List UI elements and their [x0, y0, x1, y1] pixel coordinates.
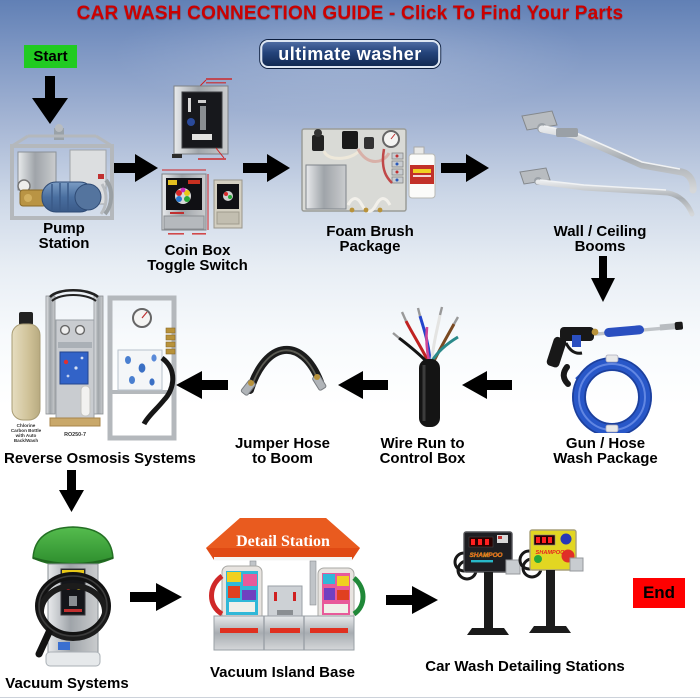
- label-line: Coin Box: [164, 242, 231, 259]
- label-line: Wall / Ceiling: [553, 223, 647, 240]
- vacuum-systems-image[interactable]: [28, 514, 118, 677]
- label-line: Station: [38, 235, 90, 252]
- label-line: Vacuum Island Base: [209, 664, 356, 681]
- label-gun-hose[interactable]: Gun / Hose Wash Package: [543, 436, 668, 466]
- arrow-right-coinbox-to-foam: [243, 154, 290, 182]
- label-detailing-stations[interactable]: Car Wash Detailing Stations: [420, 659, 630, 674]
- detail-station-sign: Detail Station: [236, 533, 330, 550]
- arrow-left-gun-to-wire: [462, 371, 512, 399]
- label-line: Car Wash Detailing Stations: [425, 658, 625, 675]
- wire-run-illustration: [392, 306, 460, 427]
- pump-station-image[interactable]: [8, 124, 120, 229]
- label-line: Booms: [574, 238, 626, 255]
- ultimate-washer-logo[interactable]: ultimate washer: [260, 40, 440, 68]
- foam-brush-package-image[interactable]: [298, 123, 438, 226]
- reverse-osmosis-illustration: Chlorine Carbon Bottle with Auto Back/Wa…: [11, 288, 177, 443]
- arrow-right-island-to-detailing: [386, 586, 438, 614]
- coin-box-illustration: [161, 78, 243, 235]
- vacuum-island-base-image[interactable]: Detail Station: [198, 510, 368, 663]
- label-jumper-hose[interactable]: Jumper Hose to Boom: [230, 436, 335, 466]
- label-line: Package: [339, 238, 401, 255]
- label-reverse-osmosis[interactable]: Reverse Osmosis Systems: [4, 450, 196, 467]
- label-line: Vacuum Systems: [5, 675, 129, 692]
- detailing-stations-image[interactable]: SHAMPOO SHAMPOO: [452, 528, 597, 657]
- ro-bottle-caption-line2: Carbon Bottle: [11, 428, 42, 433]
- label-foam-brush[interactable]: Foam Brush Package: [315, 224, 425, 254]
- end-button[interactable]: End: [633, 578, 685, 608]
- label-line: Pump: [43, 220, 85, 237]
- wall-ceiling-booms-image[interactable]: [494, 108, 700, 231]
- label-line: Gun / Hose: [565, 435, 646, 452]
- ro-bottle-caption-line3: with Auto: [15, 433, 37, 438]
- jumper-hose-image[interactable]: [238, 328, 330, 405]
- label-wire-run[interactable]: Wire Run to Control Box: [365, 436, 480, 466]
- bottom-divider: [0, 697, 700, 698]
- label-line: Foam Brush: [326, 223, 414, 240]
- vacuum-island-illustration: Detail Station: [206, 518, 366, 651]
- foam-brush-illustration: [301, 128, 436, 213]
- arrow-right-vacuum-to-island: [130, 583, 182, 611]
- start-button[interactable]: Start: [24, 45, 77, 68]
- page-title: CAR WASH CONNECTION GUIDE - Click To Fin…: [76, 3, 624, 24]
- station-sign-right: SHAMPOO: [536, 550, 566, 556]
- pump-station-illustration: [10, 124, 114, 220]
- arrow-left-wire-to-jumper: [338, 371, 388, 399]
- gun-hose-wash-package-image[interactable]: [520, 305, 695, 438]
- arrow-right-foam-to-booms: [441, 154, 489, 182]
- label-line: Wash Package: [553, 450, 658, 467]
- arrow-right-pump-to-coinbox: [110, 154, 158, 182]
- reverse-osmosis-image[interactable]: Chlorine Carbon Bottle with Auto Back/Wa…: [6, 288, 184, 453]
- vacuum-illustration: [32, 526, 114, 667]
- booms-illustration: [519, 110, 697, 217]
- ro-model-caption: RO250-7: [64, 432, 86, 438]
- label-line: Control Box: [379, 450, 466, 467]
- label-line: Toggle Switch: [147, 257, 248, 274]
- ro-bottle-caption-line4: Back/Wash: [14, 438, 39, 443]
- arrow-left-jumper-to-ro: [176, 371, 228, 399]
- arrow-down-start-to-pump: [32, 76, 68, 124]
- label-line: to Boom: [252, 450, 313, 467]
- label-booms[interactable]: Wall / Ceiling Booms: [540, 224, 660, 254]
- gun-hose-illustration: [546, 321, 684, 437]
- jumper-hose-illustration: [240, 346, 327, 396]
- coin-box-image[interactable]: [158, 78, 246, 243]
- label-pump-station[interactable]: Pump Station: [10, 221, 118, 251]
- detailing-stations-illustration: SHAMPOO SHAMPOO: [453, 529, 584, 635]
- label-vacuum-island[interactable]: Vacuum Island Base: [200, 665, 365, 680]
- label-coin-box[interactable]: Coin Box Toggle Switch: [140, 243, 255, 273]
- arrow-down-booms-to-gun: [591, 256, 615, 302]
- label-vacuum-systems[interactable]: Vacuum Systems: [2, 676, 132, 691]
- label-line: Jumper Hose: [234, 435, 331, 452]
- arrow-down-ro-to-vacuum: [59, 470, 84, 512]
- wire-run-image[interactable]: [390, 303, 470, 436]
- station-sign-left: SHAMPOO: [469, 552, 502, 559]
- ro-bottle-caption-line1: Chlorine: [17, 423, 36, 428]
- label-line: Wire Run to: [380, 435, 465, 452]
- label-line: Reverse Osmosis Systems: [4, 450, 196, 467]
